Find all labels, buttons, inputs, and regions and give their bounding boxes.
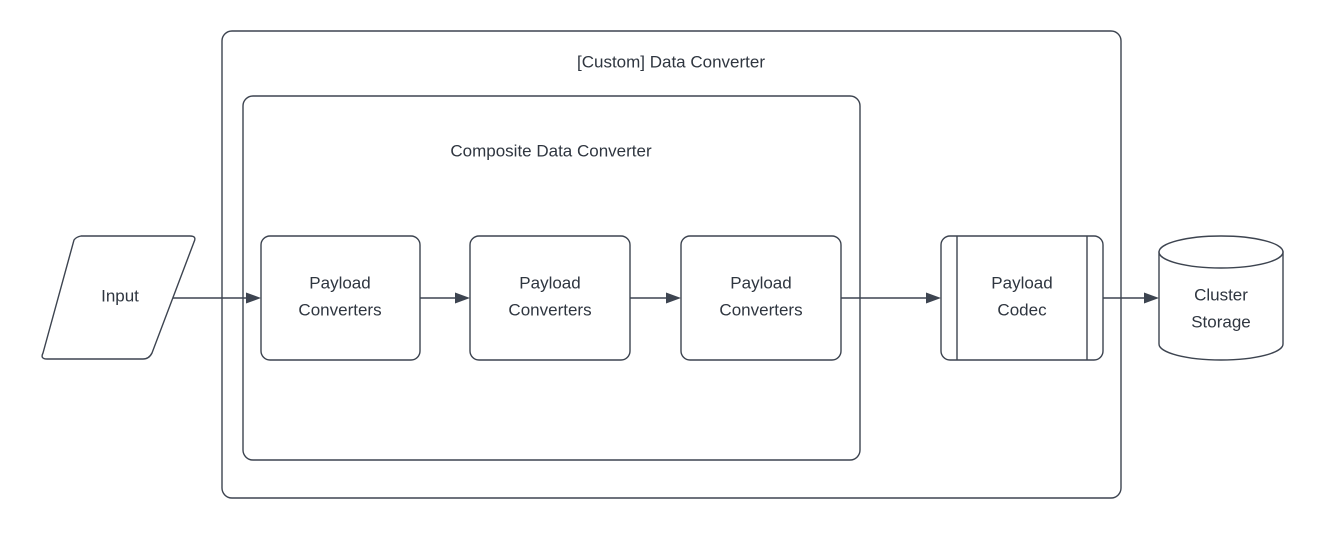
payload-converters-1-label-line1: Payload — [309, 273, 370, 292]
payload-converters-2-shape — [469, 235, 631, 361]
cluster-storage-top-ellipse — [1158, 235, 1284, 269]
custom-data-converter-border — [221, 30, 1122, 499]
payload-converters-1-label-line2: Converters — [298, 300, 381, 319]
payload-converters-3-shape — [680, 235, 842, 361]
container-composite-data-converter[interactable]: Composite Data Converter — [242, 95, 861, 461]
payload-codec-label-line2: Codec — [997, 300, 1047, 319]
arrow-head-5 — [1144, 292, 1159, 304]
node-payload-converters-3[interactable]: Payload Converters — [680, 235, 842, 361]
payload-converters-2-label-line2: Converters — [508, 300, 591, 319]
composite-data-converter-label: Composite Data Converter — [450, 141, 652, 160]
arrow-head-2 — [455, 292, 470, 304]
payload-converters-3-label-line1: Payload — [730, 273, 791, 292]
payload-codec-shape — [940, 235, 1104, 361]
node-payload-converters-2[interactable]: Payload Converters — [469, 235, 631, 361]
node-payload-codec[interactable]: Payload Codec — [940, 235, 1104, 361]
edge-payload-codec-to-cluster-storage — [1103, 292, 1159, 304]
custom-data-converter-label: [Custom] Data Converter — [577, 52, 765, 71]
arrow-head-3 — [666, 292, 681, 304]
payload-converters-3-label-line2: Converters — [719, 300, 802, 319]
arrow-head-4 — [926, 292, 941, 304]
cluster-storage-label-line2: Storage — [1191, 312, 1251, 331]
payload-codec-label-line1: Payload — [991, 273, 1052, 292]
edge-payload-converters-2-to-3 — [630, 292, 681, 304]
input-label: Input — [101, 286, 139, 305]
node-payload-converters-1[interactable]: Payload Converters — [260, 235, 421, 361]
payload-converters-2-label-line1: Payload — [519, 273, 580, 292]
arrow-head-1 — [246, 292, 261, 304]
edge-input-to-payload-converters-1 — [173, 292, 261, 304]
edge-payload-converters-1-to-2 — [420, 292, 470, 304]
cluster-storage-label-line1: Cluster — [1194, 285, 1248, 304]
node-cluster-storage[interactable]: Cluster Storage — [1158, 235, 1284, 361]
node-input[interactable]: Input — [41, 235, 196, 360]
payload-converters-1-shape — [260, 235, 421, 361]
container-custom-data-converter[interactable]: [Custom] Data Converter — [221, 30, 1122, 499]
edge-payload-converters-3-to-payload-codec — [841, 292, 941, 304]
input-parallelogram-shape — [41, 235, 196, 360]
composite-data-converter-border — [242, 95, 861, 461]
cluster-storage-body — [1158, 251, 1284, 361]
